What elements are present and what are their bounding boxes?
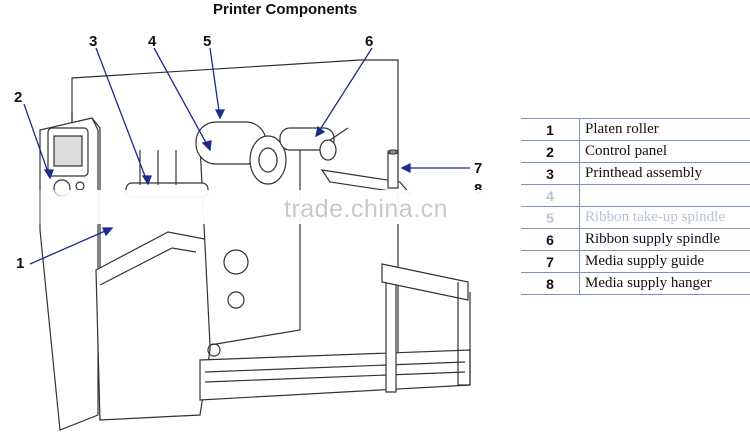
callout-3: 3 <box>89 33 97 50</box>
callout-5: 5 <box>203 33 211 50</box>
legend-label: Platen roller <box>579 118 750 141</box>
callout-7: 7 <box>474 160 482 177</box>
legend-label: Control panel <box>579 140 750 163</box>
legend-label: Media supply guide <box>579 250 750 273</box>
printer-body-outline <box>39 59 471 431</box>
callout-8: 8 <box>474 181 482 198</box>
legend-number: 7 <box>521 250 580 273</box>
legend-label: Media supply hanger <box>579 272 750 295</box>
legend-label: Printhead assembly <box>579 162 750 185</box>
diagram-title: Printer Components <box>213 1 358 18</box>
legend-number: 6 <box>521 228 580 251</box>
legend-number: 4 <box>521 184 580 207</box>
watermark-blur-band <box>28 190 528 224</box>
legend-label: Ribbon take-up spindle <box>579 206 750 229</box>
legend-row: 4 <box>521 184 750 207</box>
legend-number: 5 <box>521 206 580 229</box>
callout-arrows <box>23 47 470 265</box>
watermark-text: trade.china.cn <box>284 195 449 223</box>
callout-2: 2 <box>14 89 22 106</box>
legend-number: 1 <box>521 118 580 141</box>
callout-1: 1 <box>16 255 24 272</box>
callout-6: 6 <box>365 33 373 50</box>
legend-label <box>579 184 750 207</box>
legend-number: 8 <box>521 272 580 295</box>
legend-number: 2 <box>521 140 580 163</box>
callout-4: 4 <box>148 33 157 50</box>
legend-label: Ribbon supply spindle <box>579 228 750 251</box>
legend-number: 3 <box>521 162 580 185</box>
